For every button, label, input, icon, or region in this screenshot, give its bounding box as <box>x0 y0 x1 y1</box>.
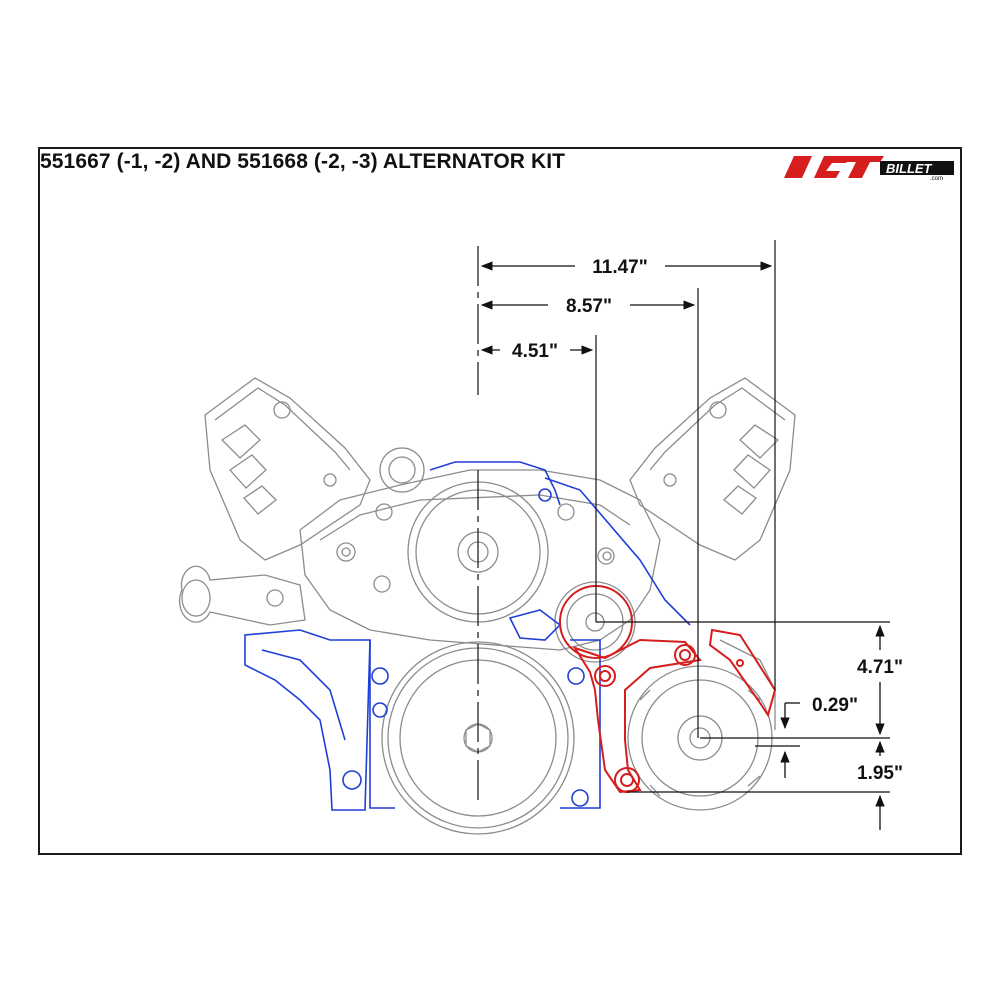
drawing-frame <box>38 147 962 855</box>
dim-0-29: 0.29" <box>812 695 858 716</box>
vertical-dimensions <box>780 624 885 830</box>
engine-block <box>244 461 691 811</box>
dim-1-95: 1.95" <box>857 763 903 784</box>
dim-11-47: 11.47" <box>592 257 648 278</box>
dim-4-51: 4.51" <box>512 341 558 362</box>
engine-outline <box>178 377 796 835</box>
svg-text:BILLET: BILLET <box>886 161 933 176</box>
drawing-title: 551667 (-1, -2) AND 551668 (-2, -3) ALTE… <box>40 150 566 173</box>
dim-4-71: 4.71" <box>857 657 903 678</box>
dim-8-57: 8.57" <box>566 296 612 317</box>
horizontal-dimensions <box>480 261 773 355</box>
svg-text:.com: .com <box>930 176 943 182</box>
centerlines <box>477 240 890 806</box>
ict-billet-logo: BILLET .com <box>780 152 957 182</box>
alternator-bracket <box>559 585 777 794</box>
